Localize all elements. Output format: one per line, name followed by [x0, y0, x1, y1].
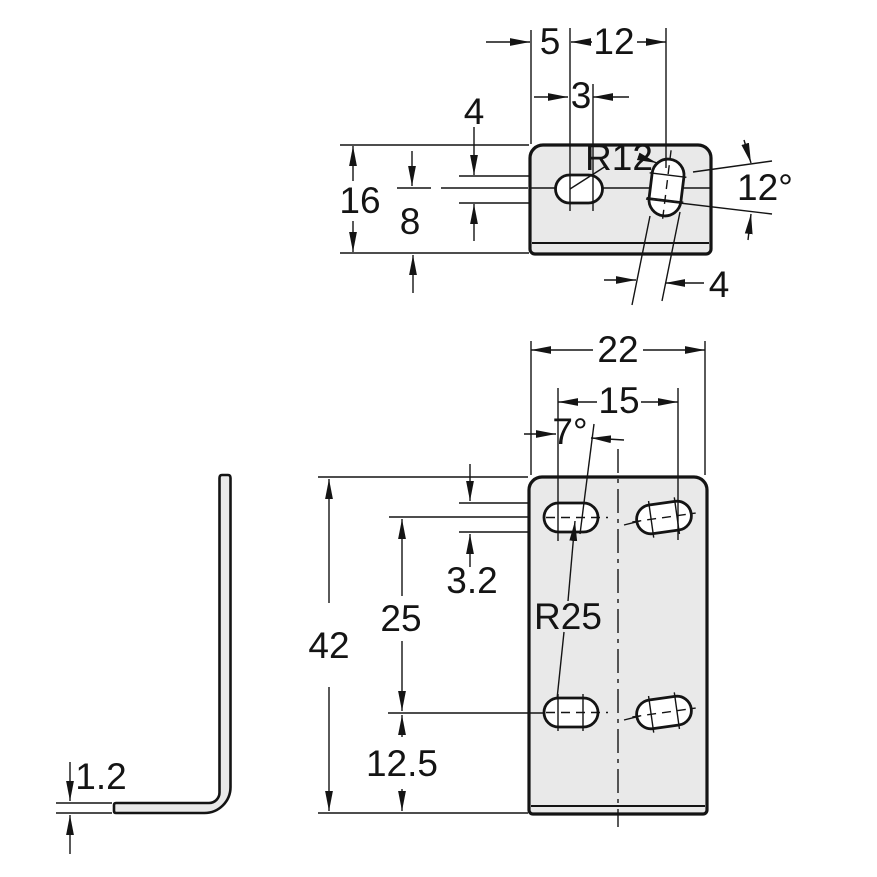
- dim-slot-width-label: 3.2: [446, 560, 497, 601]
- arc-slot-tick-top: [649, 172, 687, 179]
- top-view-arc-slot: [646, 150, 687, 224]
- front-view-part-outline: [527, 475, 709, 816]
- dim-slot-pitch-label: 12: [593, 21, 634, 62]
- slot-tick: [647, 500, 655, 538]
- slot-axis-ext: [623, 715, 641, 721]
- dim-slot-span-label: 15: [598, 380, 639, 421]
- dim-slot-width-label: 4: [464, 91, 485, 132]
- top-view: 5 12 3 4 16 8 R12 12° 4: [339, 21, 793, 306]
- slot-edge-ext-left: [631, 215, 651, 306]
- arc-slot-axis: [661, 150, 672, 224]
- r12-center-leader: [569, 165, 607, 190]
- top-view-left-slot: [554, 173, 604, 205]
- dim-overall-depth-label: 16: [339, 180, 380, 221]
- dim-thickness-label: 1.2: [75, 756, 126, 797]
- front-view: 22 15 7° 3.2 42 25 R25 12.5: [308, 329, 709, 827]
- side-view-profile: [112, 473, 232, 815]
- slot-axis-ext: [623, 520, 641, 526]
- slot-axis: [632, 512, 696, 523]
- dim-overall-width-label: 22: [597, 329, 638, 370]
- slot-tick: [673, 692, 681, 730]
- dim-swing-angle-label: 12°: [737, 167, 793, 208]
- dim-row-spacing-label: 25: [380, 598, 421, 639]
- dim-arrow: [744, 213, 753, 241]
- dim-arc-slot-width-label: 4: [709, 264, 730, 305]
- dim-overall-height-label: 42: [308, 625, 349, 666]
- angle-fan-lower: [645, 198, 773, 215]
- dim-arc-radius-label: R12: [585, 137, 653, 178]
- slot-axis: [632, 707, 696, 718]
- slot-tick: [647, 695, 655, 733]
- dim-tilt-angle-label: 7°: [552, 411, 587, 452]
- dim-bottom-offset-label: 12.5: [366, 743, 438, 784]
- r12-leader-arrow: [636, 152, 658, 164]
- dim-arc-radius-label: R25: [534, 596, 602, 637]
- dim-arrow: [590, 435, 625, 444]
- r25-leader-arrow: [567, 520, 578, 602]
- angle-fan-upper: [692, 160, 773, 173]
- dim-arrow: [741, 139, 752, 164]
- r25-leader-lower: [556, 631, 565, 700]
- arc-slot-tick-bottom: [646, 196, 684, 203]
- dim-center-to-edge-label: 8: [400, 201, 421, 242]
- side-view: 1.2: [56, 473, 232, 854]
- dim-edge-to-slot-label: 5: [540, 21, 561, 62]
- dim-slot-centers-label: 3: [571, 75, 592, 116]
